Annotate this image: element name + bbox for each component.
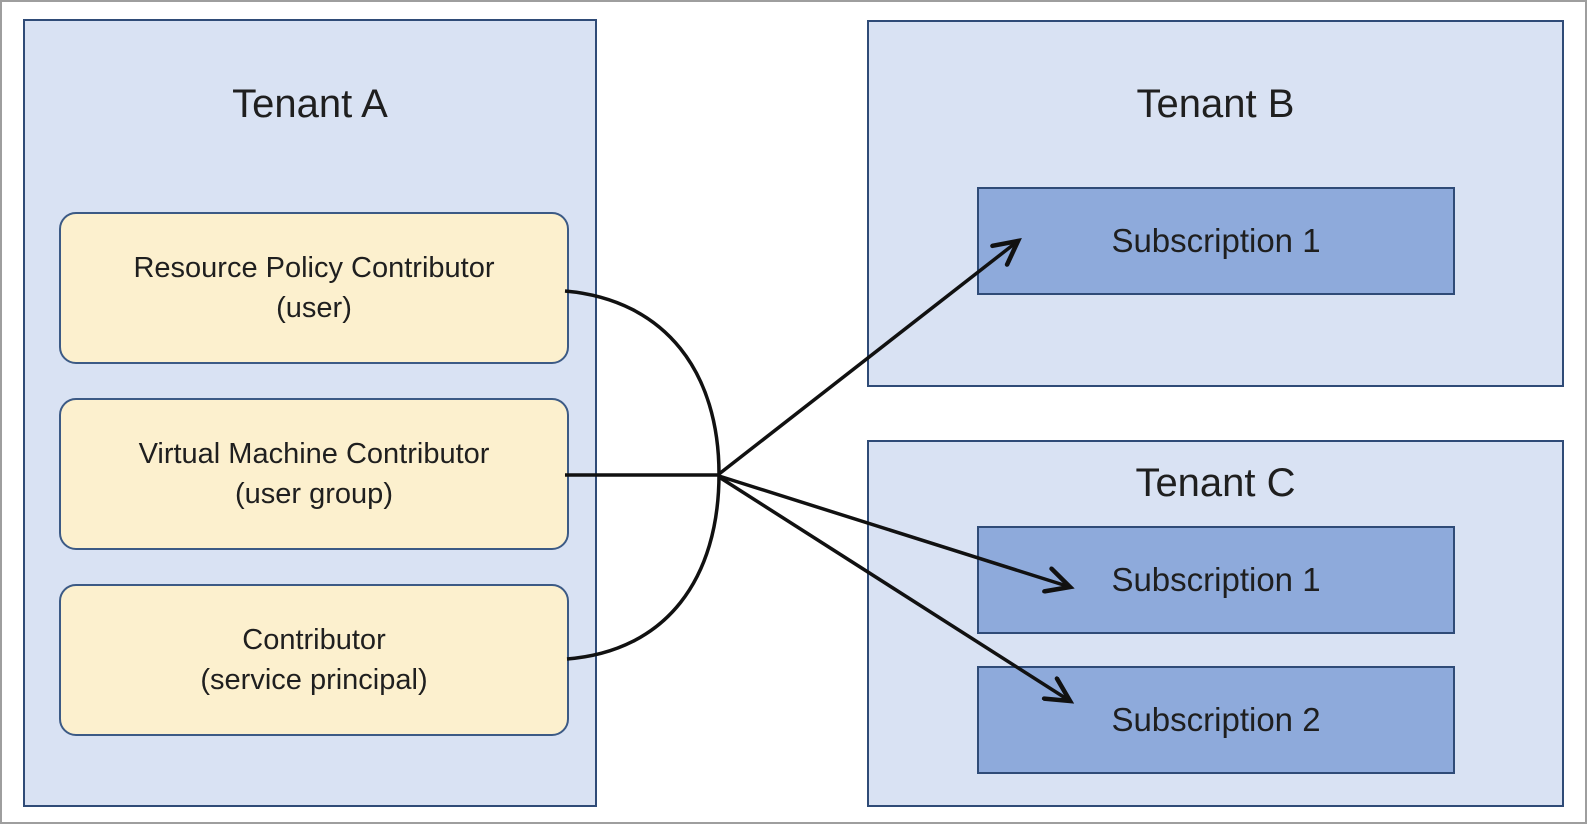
tenant-c-subscription-1: Subscription 1 (977, 526, 1455, 634)
subscription-label: Subscription 2 (1111, 701, 1321, 738)
subscription-label: Subscription 1 (1111, 561, 1321, 598)
role-box-virtual-machine-contributor: Virtual Machine Contributor (user group) (59, 398, 569, 550)
tenant-b-subscription-1: Subscription 1 (977, 187, 1455, 295)
role-principal-type: (user) (276, 292, 352, 324)
tenant-b-container: Tenant B Subscription 1 (867, 20, 1564, 387)
role-box-contributor: Contributor (service principal) (59, 584, 569, 736)
tenant-a-title: Tenant A (232, 82, 388, 126)
tenant-c-subscription-2: Subscription 2 (977, 666, 1455, 774)
role-principal-type: (user group) (235, 478, 393, 510)
tenant-b-title: Tenant B (1136, 82, 1295, 126)
tenant-c-title: Tenant C (1135, 461, 1296, 505)
role-box-resource-policy-contributor: Resource Policy Contributor (user) (59, 212, 569, 364)
role-name: Resource Policy Contributor (133, 252, 495, 284)
tenant-c-container: Tenant C Subscription 1 Subscription 2 (867, 440, 1564, 807)
role-name: Virtual Machine Contributor (138, 438, 490, 470)
subscription-label: Subscription 1 (1111, 222, 1321, 259)
role-name: Contributor (242, 624, 386, 656)
tenant-a-container: Tenant A Resource Policy Contributor (us… (23, 19, 597, 807)
role-principal-type: (service principal) (200, 664, 428, 696)
